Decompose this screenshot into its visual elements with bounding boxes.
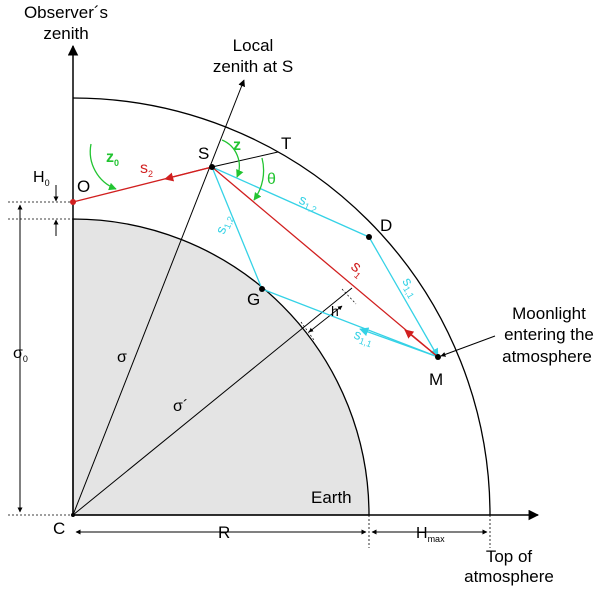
- moonlight-pointer: [440, 335, 496, 357]
- point-D-dot: [366, 234, 372, 240]
- ray-s11-G-M: [261, 288, 439, 358]
- label-s2: s2: [140, 160, 153, 179]
- h-tick-1: [341, 288, 357, 305]
- label-sigma-prime: σ´: [173, 398, 188, 415]
- label-S: S: [198, 144, 209, 163]
- angle-theta-arc: [253, 157, 265, 201]
- label-z: z: [233, 137, 241, 154]
- top-atmosphere-label-2: atmosphere: [464, 567, 554, 586]
- tangent-line-S-T: [211, 151, 279, 168]
- label-O: O: [77, 177, 90, 196]
- point-S-dot: [209, 164, 215, 170]
- label-s1: s1: [346, 258, 368, 281]
- ray-s11-D-M: [368, 236, 439, 358]
- moonlight-label-3: atmosphere: [502, 347, 592, 366]
- label-earth: Earth: [311, 488, 352, 507]
- label-sigma: σ: [117, 349, 127, 366]
- ray-s1-M-S: [211, 166, 439, 358]
- label-z0: z0: [106, 149, 119, 168]
- observer-zenith-label-1: Observer´s: [24, 3, 108, 22]
- observer-zenith-label-2: zenith: [43, 24, 88, 43]
- ray-arrow-M-G: [359, 327, 439, 358]
- label-sigma0: σ0: [13, 345, 28, 364]
- angle-z0-arc: [89, 143, 117, 191]
- earth-shape: [72, 218, 370, 516]
- label-Hmax: Hmax: [416, 525, 445, 544]
- ray-s12-S-D: [211, 166, 370, 238]
- label-D: D: [380, 216, 392, 235]
- top-atmosphere-label-1: Top of: [486, 547, 533, 566]
- label-R: R: [218, 523, 230, 542]
- label-M: M: [429, 370, 443, 389]
- label-G: G: [247, 290, 260, 309]
- label-s11-right: s1,1: [398, 275, 423, 301]
- point-C-dot: [71, 513, 75, 517]
- moonlight-label-1: Moonlight: [512, 304, 586, 323]
- label-theta: θ: [267, 171, 276, 188]
- label-h: h: [331, 303, 339, 319]
- moonlight-label-2: entering the: [504, 325, 594, 344]
- atmosphere-boundary: [72, 97, 491, 516]
- sigma-prime-line: [72, 287, 353, 516]
- local-zenith-label-2: zenith at S: [213, 57, 293, 76]
- label-s11-lower: s1,1: [351, 326, 375, 350]
- point-O-dot: [70, 199, 76, 205]
- ray-s1-arrow: [404, 329, 439, 358]
- angle-z-arc: [221, 139, 244, 178]
- h-arrow: [308, 305, 343, 333]
- local-zenith-line: [72, 79, 245, 516]
- label-H0: H0: [33, 169, 50, 188]
- label-C: C: [53, 519, 65, 538]
- ray-s12-S-G: [211, 166, 263, 290]
- local-zenith-label-1: Local: [233, 36, 274, 55]
- point-G-dot: [259, 286, 265, 292]
- point-M-dot: [435, 354, 441, 360]
- label-s12-upper: s1,2: [296, 191, 321, 215]
- ray-s2-arrow: [164, 166, 213, 182]
- label-T: T: [281, 134, 291, 153]
